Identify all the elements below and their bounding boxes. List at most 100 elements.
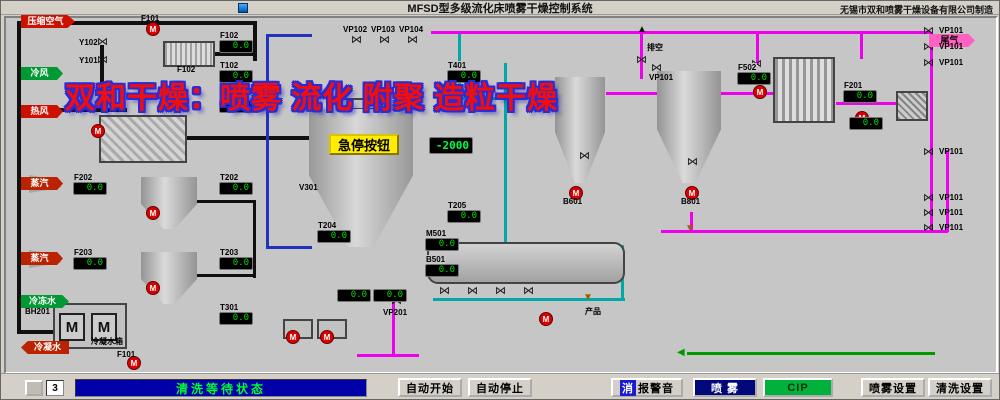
mute-alarm-button[interactable]: 消报警音 [611, 378, 683, 397]
display-tag: T401 [447, 61, 468, 70]
tag-label: VP101 [939, 42, 964, 51]
valve-icon[interactable] [439, 286, 451, 296]
button-label: 喷 雾 [710, 382, 740, 395]
auto-start-button[interactable]: 自动开始 [398, 378, 462, 397]
valve-icon[interactable] [687, 157, 699, 167]
display-value: 0.0 [317, 230, 351, 243]
tag-label: VP101 [939, 147, 964, 156]
pipe-segment [266, 34, 312, 37]
cip-button[interactable]: CIP [763, 378, 833, 397]
button-label: CIP [787, 381, 809, 394]
pipe-segment [860, 33, 863, 59]
flow-label-arrow: 压缩空气 [21, 15, 75, 28]
tag-label: 排空 [647, 43, 663, 52]
valve-icon[interactable] [523, 286, 535, 296]
valve-icon[interactable] [97, 55, 109, 65]
pipe-segment [17, 21, 21, 333]
display-value: 0.0 [849, 117, 883, 130]
valve-icon[interactable] [351, 35, 363, 45]
tag-label: VP101 [939, 26, 964, 35]
button-label: 报警音 [638, 382, 674, 395]
spray-settings-button[interactable]: 喷雾设置 [861, 378, 925, 397]
button-label: 清洗设置 [936, 382, 984, 395]
display-tag: T102 [219, 61, 240, 70]
valve-icon[interactable] [923, 193, 935, 203]
valve-icon[interactable] [495, 286, 507, 296]
pump-icon[interactable]: M [753, 85, 767, 99]
pump-icon[interactable]: M [569, 186, 583, 200]
valve-icon[interactable] [579, 151, 591, 161]
emergency-stop-button[interactable]: 急停按钮 [329, 134, 399, 155]
pipe-segment [17, 330, 63, 334]
valve-icon[interactable] [651, 63, 663, 73]
valve-icon[interactable] [636, 55, 648, 65]
valve-icon[interactable] [379, 35, 391, 45]
valve-icon[interactable] [407, 35, 419, 45]
flow-direction-arrow: ◀ [677, 347, 685, 358]
pipe-segment [266, 246, 312, 249]
button-label: 自动开始 [406, 382, 454, 395]
valve-icon[interactable] [923, 223, 935, 233]
heater-stage-2 [141, 252, 197, 304]
pump-icon[interactable]: M [127, 356, 141, 370]
button-label: 自动停止 [476, 382, 524, 395]
tag-label: VP101 [649, 73, 674, 82]
valve-icon[interactable] [923, 208, 935, 218]
tag-label: VP104 [399, 25, 424, 34]
pump-icon[interactable]: M [146, 281, 160, 295]
pump-icon[interactable]: M [91, 124, 105, 138]
manufacturer-label: 无锡市双和喷雾干燥设备有限公司制造 [839, 5, 993, 15]
alarm-page-button[interactable] [25, 380, 43, 396]
pipe-segment [756, 33, 759, 65]
pipe-segment [504, 63, 507, 245]
electric-heater [99, 115, 187, 163]
auto-stop-button[interactable]: 自动停止 [468, 378, 532, 397]
pipe-segment [606, 92, 658, 95]
alarm-counter: 3 [46, 380, 64, 396]
pipe-segment [17, 108, 127, 112]
flow-direction-arrow: ▼ [583, 292, 593, 303]
pipe-segment [433, 298, 625, 301]
pipe-segment [187, 136, 311, 140]
pump-icon[interactable]: M [320, 330, 334, 344]
valve-icon[interactable] [923, 147, 935, 157]
pipe-segment [930, 230, 948, 233]
tag-label: VP102 [343, 25, 368, 34]
display-value: 0.0 [219, 182, 253, 195]
valve-icon[interactable] [923, 58, 935, 68]
title-bar: MFSD型多级流化床喷雾干燥控制系统 无锡市双和喷雾干燥设备有限公司制造 [1, 1, 999, 15]
pipe-segment [687, 352, 935, 355]
display-tag: T205 [447, 201, 468, 210]
pipe-segment [431, 31, 931, 34]
display-tag: F201 [843, 81, 864, 90]
pump-icon[interactable]: M [146, 22, 160, 36]
pump-icon[interactable]: M [286, 330, 300, 344]
clean-settings-button[interactable]: 清洗设置 [928, 378, 992, 397]
valve-icon[interactable] [467, 286, 479, 296]
agitator-motor: M [59, 313, 85, 341]
tag-label: F101 [117, 350, 136, 359]
pump-icon[interactable]: M [146, 206, 160, 220]
spray-button[interactable]: 喷 雾 [693, 378, 757, 397]
pipe-segment [17, 21, 257, 25]
display-value: 0.0 [73, 257, 107, 270]
display-value: 0.0 [219, 70, 253, 83]
display-tag: F102 [219, 31, 240, 40]
valve-icon[interactable] [97, 37, 109, 47]
pump-icon[interactable]: M [685, 186, 699, 200]
pipe-segment [253, 23, 257, 61]
flow-label-arrow: 蒸汽 [21, 177, 63, 190]
tag-label: VP101 [939, 193, 964, 202]
pipe-segment [690, 212, 693, 232]
pump-icon[interactable]: M [539, 312, 553, 326]
